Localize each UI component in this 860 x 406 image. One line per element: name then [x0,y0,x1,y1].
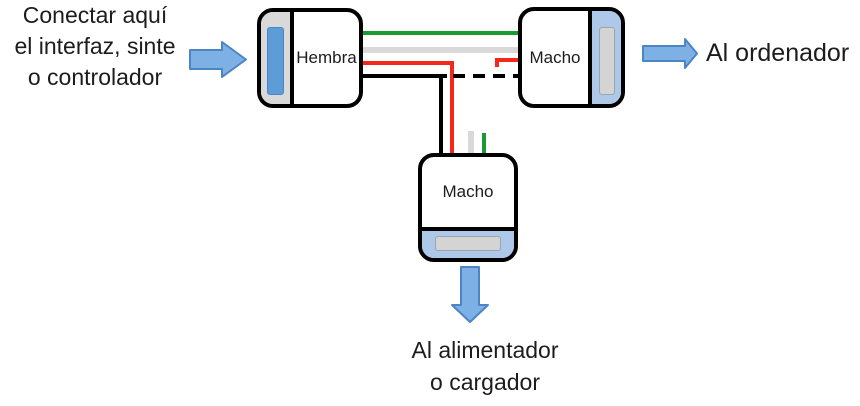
right-arrow-icon [642,38,698,69]
bottom-note-line-1: Al alimentador [411,337,559,363]
female-plug-slot [267,27,284,95]
male-right-plug-strip [588,11,621,104]
female-connector: Hembra [257,8,363,108]
male-bottom-connector-label: Macho [442,182,494,201]
male-bottom-plug-strip [422,227,514,258]
male-right-connector-label: Macho [529,47,581,67]
right-note: Al ordenador [706,39,850,67]
left-note-line-2: el interfaz, sinte [14,33,176,59]
black-wire [360,74,447,158]
male-bottom-pin [435,236,501,251]
left-note: Conectar aquí el interfaz, sinte o contr… [0,0,190,93]
male-right-pin [599,27,615,95]
right-arrow-icon [189,41,247,78]
female-connector-label: Hembra [296,48,357,67]
left-note-line-3: o controlador [27,64,163,90]
down-arrow-icon [451,266,489,323]
left-note-line-1: Conectar aquí [22,2,168,28]
red-wire-stub [495,58,521,67]
female-socket-strip [261,12,294,104]
male-right-connector: Macho [518,7,625,108]
male-bottom-connector: Macho [418,153,518,262]
red-wire [360,61,454,158]
bottom-note: Al alimentador o cargador [355,334,615,398]
bottom-note-line-2: o cargador [430,369,540,395]
